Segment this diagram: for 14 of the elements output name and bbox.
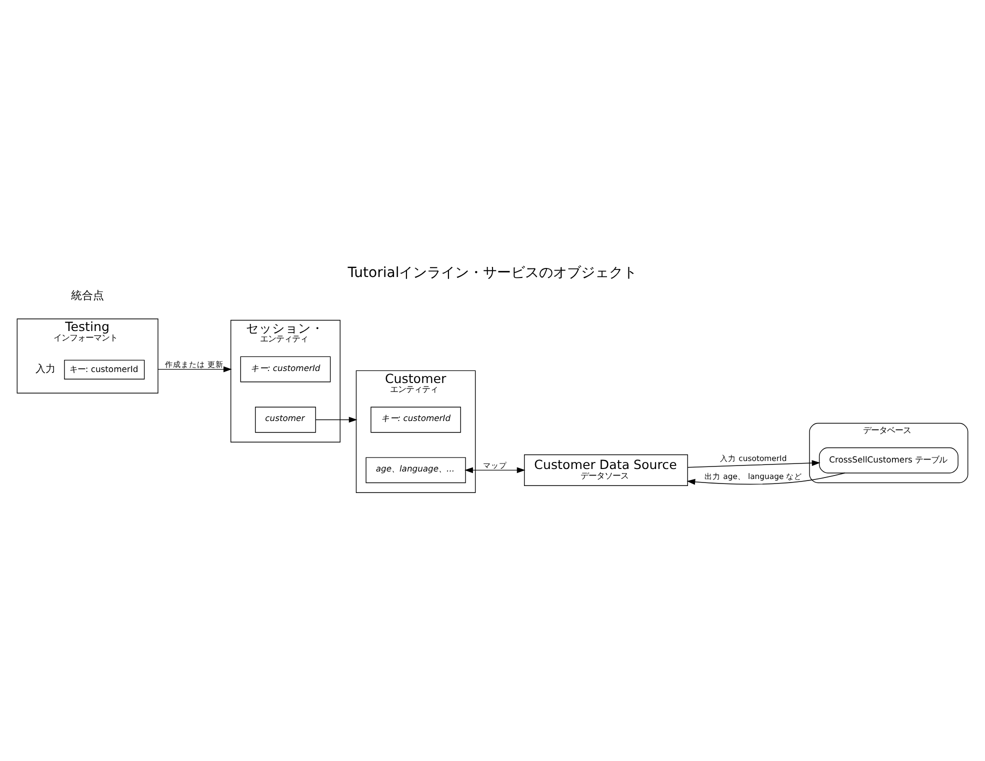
- arrow: [158, 366, 232, 372]
- arrow: [315, 416, 358, 423]
- arrow: [687, 460, 820, 468]
- node-label: 入力: [36, 364, 56, 376]
- node-box: customer: [255, 406, 316, 433]
- node-box: age、language、...: [366, 457, 466, 484]
- node-box: キー: customerId: [64, 360, 145, 380]
- node-box: キー: customerId: [240, 356, 331, 382]
- node-box: CrossSellCustomers テーブル: [818, 447, 958, 474]
- node-box: キー: customerId: [370, 406, 461, 433]
- diagram-title: Tutorialインライン・サービスのオブジェクト: [348, 264, 638, 281]
- label: 統合点: [71, 289, 104, 302]
- node-box: Customer Data Source データソース: [524, 454, 688, 486]
- arrow: [464, 467, 526, 474]
